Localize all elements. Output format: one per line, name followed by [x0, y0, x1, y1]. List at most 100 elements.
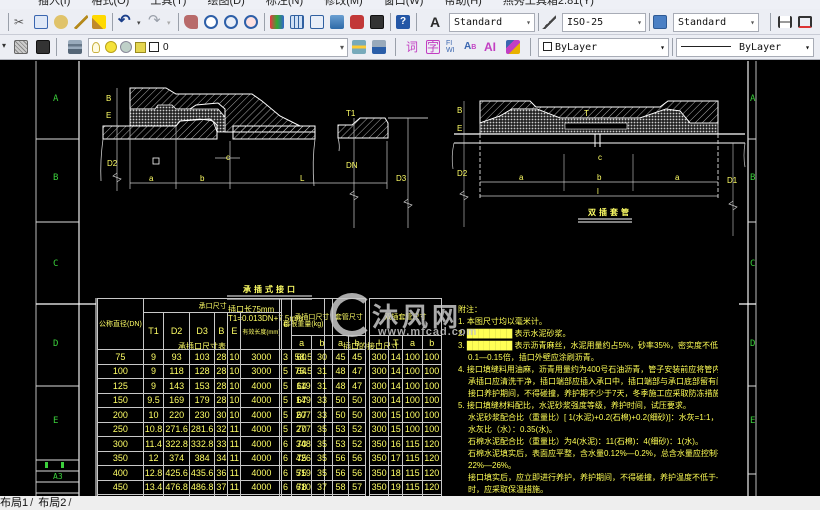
table-cell: 11.4	[142, 436, 165, 452]
ai-text-icon[interactable]: AI	[484, 40, 496, 54]
table-cell: 120	[421, 436, 443, 452]
design-center-icon[interactable]	[290, 15, 304, 29]
menu-draw[interactable]: 绘图(D)	[207, 0, 245, 7]
dim-label-a2: a	[675, 173, 680, 182]
table-cell: 48	[331, 363, 350, 379]
table-cell: 10	[227, 349, 242, 365]
table-cell: 300	[368, 349, 390, 365]
dim-label-b: B	[457, 106, 463, 115]
color-select[interactable]: ByLayer▾	[538, 38, 669, 57]
linear-dimension-icon[interactable]	[778, 16, 792, 28]
brush-icon[interactable]	[74, 15, 88, 29]
layer-manager-icon[interactable]	[68, 40, 82, 54]
layer-previous-icon[interactable]	[372, 40, 386, 54]
header-socket-group: 承口尺寸	[142, 298, 283, 313]
copy-icon[interactable]	[34, 15, 48, 29]
word-tool-icon[interactable]: 词	[406, 40, 419, 54]
aligned-dimension-icon[interactable]	[798, 16, 812, 28]
toolbar-separator	[8, 13, 9, 31]
text-style-select[interactable]: Standard▾	[449, 13, 535, 32]
zoom-previous-icon[interactable]	[244, 15, 258, 29]
properties-icon[interactable]	[270, 15, 284, 29]
tab-layout-2[interactable]: 布局2	[38, 497, 67, 509]
watermark-url: www.mfcad.com	[378, 326, 478, 338]
menu-modify[interactable]: 修改(M)	[324, 0, 363, 7]
note-line: 2. ████████ 表示水泥砂浆。	[458, 329, 571, 338]
table-cell: 528	[163, 494, 190, 496]
menu-dimension[interactable]: 标注(N)	[265, 0, 304, 7]
redo-dropdown-icon[interactable]: ▾	[167, 20, 171, 27]
layer-name: 0	[163, 42, 169, 53]
menu-window[interactable]: 窗口(W)	[383, 0, 424, 7]
cut-icon[interactable]: ✂	[14, 15, 25, 29]
calculator-icon[interactable]	[370, 15, 384, 29]
table-style-icon[interactable]	[653, 15, 667, 29]
dim-label-d2: D2	[107, 159, 118, 168]
table-cell: 100	[421, 349, 443, 365]
title-block-mark	[61, 462, 64, 468]
subheader-b: b	[421, 335, 443, 350]
layer-select[interactable]: 0 ▾	[88, 38, 348, 57]
dim-label-a: a	[149, 174, 154, 183]
menu-help[interactable]: 帮助(H)	[444, 0, 482, 7]
table-cell: 52	[348, 436, 366, 452]
sheet-set-icon[interactable]	[330, 15, 344, 29]
make-layer-current-icon[interactable]	[352, 40, 366, 54]
redo-icon[interactable]: ↷	[148, 12, 161, 29]
match-properties-icon[interactable]	[92, 15, 106, 29]
dim-style-select[interactable]: ISO-25▾	[562, 13, 646, 32]
undo-icon[interactable]: ↶	[118, 12, 131, 29]
menu-format[interactable]: 格式(O)	[91, 0, 130, 7]
dim-style-icon[interactable]	[542, 15, 556, 29]
tab-layout-1[interactable]: 布局1	[0, 497, 29, 509]
menu-tools[interactable]: 工具(T)	[150, 0, 187, 7]
workspace-icon[interactable]	[36, 40, 50, 54]
pan-icon[interactable]	[184, 15, 198, 29]
menu-yanxiu-toolbox[interactable]: 燕秀工具箱2.81(Y)	[502, 0, 594, 7]
table-cell: 128	[188, 363, 216, 379]
tool-palettes-icon[interactable]	[310, 15, 324, 29]
table-cell: 15	[388, 407, 404, 423]
paste-icon[interactable]	[54, 15, 68, 29]
workspace-settings-icon[interactable]	[14, 40, 28, 54]
linetype-select[interactable]: ByLayer▾	[676, 38, 814, 57]
lock-icon	[135, 42, 146, 53]
zoom-realtime-icon[interactable]	[204, 15, 218, 29]
undo-dropdown-icon[interactable]: ▾	[137, 20, 141, 27]
zoom-window-icon[interactable]	[224, 15, 238, 29]
help-icon[interactable]: ?	[396, 15, 410, 29]
table-cell: 100	[421, 392, 443, 408]
sheet-size-label: A3	[53, 472, 63, 481]
table-style-select[interactable]: Standard▾	[673, 13, 759, 32]
table-cell: 37	[311, 494, 333, 496]
char-tool-icon[interactable]: 字	[426, 40, 440, 54]
chevron-down-icon: ▾	[660, 43, 665, 52]
table-cell: 425.6	[163, 465, 190, 481]
grid-label-left-e: E	[53, 416, 59, 426]
toolbar-separator	[112, 13, 113, 31]
table-cell: 70	[290, 421, 313, 437]
subheader-l: l	[368, 335, 390, 350]
grid-label-right-b: B	[750, 173, 756, 183]
table-cell: 100	[421, 363, 443, 379]
text-convert-icon[interactable]: AB	[464, 41, 477, 52]
dim-label-l: L	[300, 174, 305, 183]
chevron-down-icon[interactable]: ▾	[2, 41, 7, 50]
watermark-brand: 沐风网	[372, 302, 463, 332]
drawing-canvas[interactable]: A B C D E A3 A B C D E B E D2 a b c L T1…	[0, 61, 820, 496]
table-cell: 125	[97, 378, 144, 394]
table-cell: 6	[279, 450, 292, 466]
table-cell: 35	[311, 450, 333, 466]
text-style-icon[interactable]: A	[430, 14, 441, 30]
sun-freeze-icon	[105, 41, 117, 53]
text-style-tool-icon[interactable]	[506, 40, 520, 54]
table-cell: 75	[290, 450, 313, 466]
markup-icon[interactable]	[350, 15, 364, 29]
menu-insert[interactable]: 插入(I)	[38, 0, 71, 7]
table-cell: 35	[311, 421, 333, 437]
table-cell: 6	[279, 436, 292, 452]
